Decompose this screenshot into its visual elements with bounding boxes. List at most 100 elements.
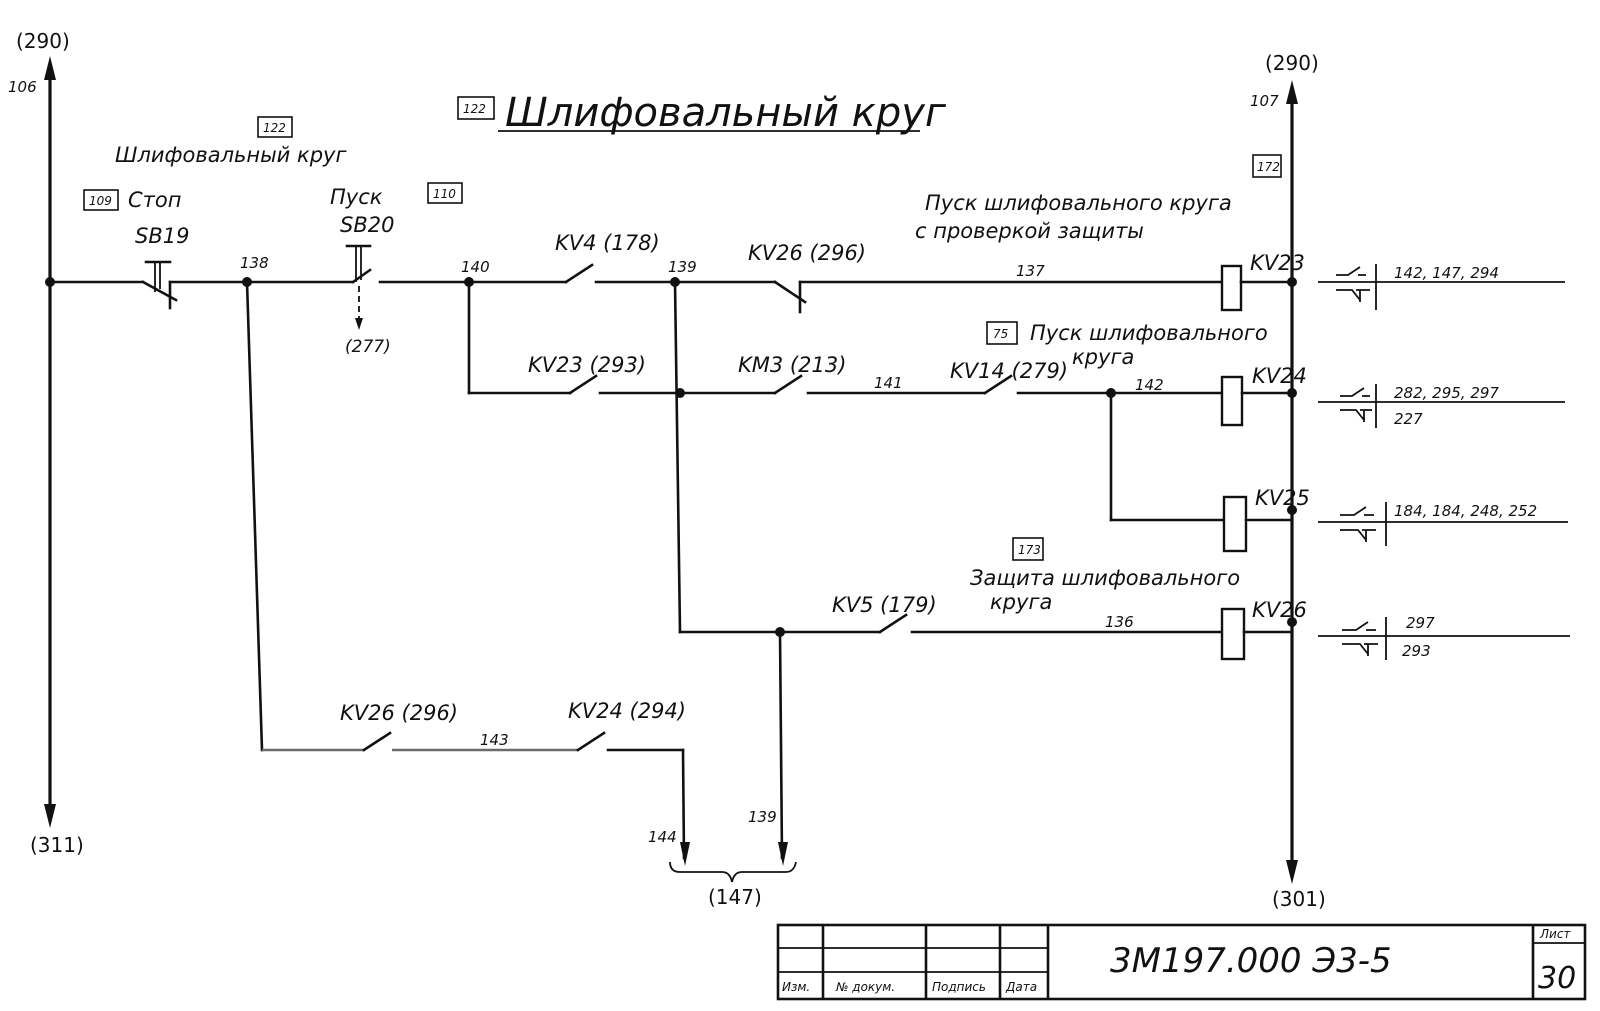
arrow-down-icon — [778, 842, 788, 866]
tb-header-doc-no: № докум. — [835, 980, 895, 994]
caption-172-line1: Пуск шлифовального круга — [925, 191, 1232, 215]
title-block: Изм. № докум. Подпись Дата 3М197.000 Э3-… — [776, 923, 1587, 1001]
contact-km3[interactable]: KM3 (213) — [738, 353, 846, 395]
contact-kv24[interactable]: KV24 (294) — [568, 699, 686, 752]
node-139: 139 — [668, 258, 697, 276]
tb-header-signature: Подпись — [932, 980, 986, 994]
stop-pushbutton-sb19[interactable] — [141, 260, 178, 310]
node-138: 138 — [240, 254, 269, 272]
rung-1: 138 (277) 140 KV4 (178) 139 KV26 (296) — [48, 231, 1305, 357]
coil-kv24[interactable] — [1220, 375, 1244, 427]
sheet-number: 30 — [1538, 961, 1576, 996]
tb-header-change: Изм. — [782, 980, 810, 994]
caption-172-line2: с проверкой защиты — [915, 219, 1144, 243]
arrow-up-icon — [1286, 80, 1298, 104]
junction-dot — [1287, 505, 1297, 515]
right-bus-wire: 107 — [1250, 92, 1279, 110]
contact-kv5[interactable]: KV5 (179) — [832, 593, 937, 634]
left-bus-top-ref: (290) — [16, 29, 70, 53]
arrow-down-icon — [1286, 860, 1298, 884]
coil-kv23-label: KV23 — [1250, 251, 1305, 275]
left-bus: (290) 106 (311) — [8, 29, 84, 857]
contact-ref-kv26: 297 293 — [1318, 614, 1570, 660]
sb20-ref: (277) — [345, 337, 391, 357]
caption-172: 172 Пуск шлифовального круга с проверкой… — [915, 154, 1282, 243]
contact-kv23[interactable]: KV23 (293) — [528, 353, 646, 395]
node-139-bottom: 139 — [748, 808, 777, 826]
coil-kv25-label: KV25 — [1255, 486, 1310, 510]
node-141: 141 — [874, 374, 903, 392]
contact-kv26-top-label: KV26 (296) — [748, 241, 866, 265]
rung-2: KV23 (293) KM3 (213) 141 KV14 (279) 142 … — [467, 280, 1307, 634]
arrow-up-icon — [44, 56, 56, 80]
kv26-nc-refs: 293 — [1402, 642, 1431, 660]
left-bus-wire: 106 — [8, 78, 37, 96]
bracket-147: (147) — [669, 861, 797, 909]
coil-kv25[interactable] — [1222, 495, 1248, 553]
arrow-down-icon — [44, 804, 56, 828]
rung-3: KV25 — [1109, 391, 1310, 553]
arrow-down-icon — [355, 318, 363, 330]
contact-ref-kv23: 142, 147, 294 — [1318, 264, 1565, 310]
kv24-no-refs: 282, 295, 297 — [1394, 384, 1499, 402]
coil-kv24-label: KV24 — [1252, 364, 1307, 388]
contact-kv14-label: KV14 (279) — [950, 359, 1068, 383]
contact-ref-kv25: 184, 184, 248, 252 — [1318, 502, 1568, 546]
start-label: Пуск — [330, 185, 383, 209]
kv24-nc-refs: 227 — [1394, 410, 1423, 428]
right-bus-bottom-ref: (301) — [1272, 887, 1326, 911]
start-ref: 110 — [433, 187, 456, 201]
section-ref: 122 — [263, 121, 286, 135]
caption-75-ref: 75 — [993, 327, 1008, 341]
contact-kv26-bottom[interactable]: KV26 (296) — [340, 701, 458, 752]
kv23-no-refs: 142, 147, 294 — [1394, 264, 1499, 282]
rung-4: KV5 (179) 136 KV26 139 — [678, 593, 1307, 866]
caption-173-ref: 173 — [1018, 543, 1041, 557]
contact-kv4[interactable]: KV4 (178) — [555, 231, 660, 284]
caption-75: 75 Пуск шлифовального круга — [986, 321, 1268, 369]
stop-device: SB19 — [135, 224, 189, 248]
bracket-ref: (147) — [708, 885, 762, 909]
node-137: 137 — [1016, 262, 1045, 280]
title-ref: 122 — [463, 102, 486, 116]
start-device: SB20 — [340, 213, 394, 237]
caption-173-line2: круга — [990, 590, 1052, 614]
junction-dot — [1287, 617, 1297, 627]
caption-172-ref: 172 — [1257, 160, 1280, 174]
contact-km3-label: KM3 (213) — [738, 353, 846, 377]
drawing-number: 3М197.000 Э3-5 — [1110, 941, 1392, 981]
node-136: 136 — [1105, 613, 1134, 631]
caption-173-line1: Защита шлифовального — [970, 566, 1240, 590]
left-bus-bottom-ref: (311) — [30, 833, 84, 857]
contact-kv24-label: KV24 (294) — [568, 699, 686, 723]
coil-kv23[interactable] — [1220, 264, 1243, 312]
title-ref-box — [457, 96, 495, 120]
start-pushbutton-sb20[interactable]: (277) — [345, 244, 391, 357]
contact-kv4-label: KV4 (178) — [555, 231, 660, 255]
stop-label: Стоп — [128, 188, 181, 212]
right-bus-top-ref: (290) — [1265, 51, 1319, 75]
caption-75-line1: Пуск шлифовального — [1030, 321, 1268, 345]
contact-kv14[interactable]: KV14 (279) — [950, 359, 1068, 395]
tb-header-date: Дата — [1005, 980, 1037, 994]
caption-75-line2: круга — [1072, 345, 1134, 369]
caption-173: 173 Защита шлифовального круга — [970, 537, 1240, 614]
stop-ref: 109 — [89, 194, 112, 208]
contact-ref-kv24: 282, 295, 297 227 — [1318, 384, 1565, 428]
document-title: 122 Шлифовальный круг — [457, 90, 947, 136]
contact-kv26-nc[interactable]: KV26 (296) — [748, 241, 866, 314]
contact-kv23-label: KV23 (293) — [528, 353, 646, 377]
node-140: 140 — [461, 258, 490, 276]
contact-kv26-bottom-label: KV26 (296) — [340, 701, 458, 725]
kv26-no-refs: 297 — [1406, 614, 1435, 632]
arrow-down-icon — [680, 842, 690, 866]
section-caption: Шлифовальный круг — [115, 143, 347, 167]
node-143: 143 — [480, 731, 509, 749]
left-section-labels: 122 Шлифовальный круг 109 Стоп SB19 Пуск… — [83, 116, 463, 248]
page-title: Шлифовальный круг — [505, 90, 947, 136]
coil-kv26[interactable] — [1220, 607, 1246, 661]
node-144: 144 — [648, 828, 677, 846]
kv25-no-refs: 184, 184, 248, 252 — [1394, 502, 1537, 520]
right-bus: (290) 107 (301) — [1250, 51, 1326, 911]
